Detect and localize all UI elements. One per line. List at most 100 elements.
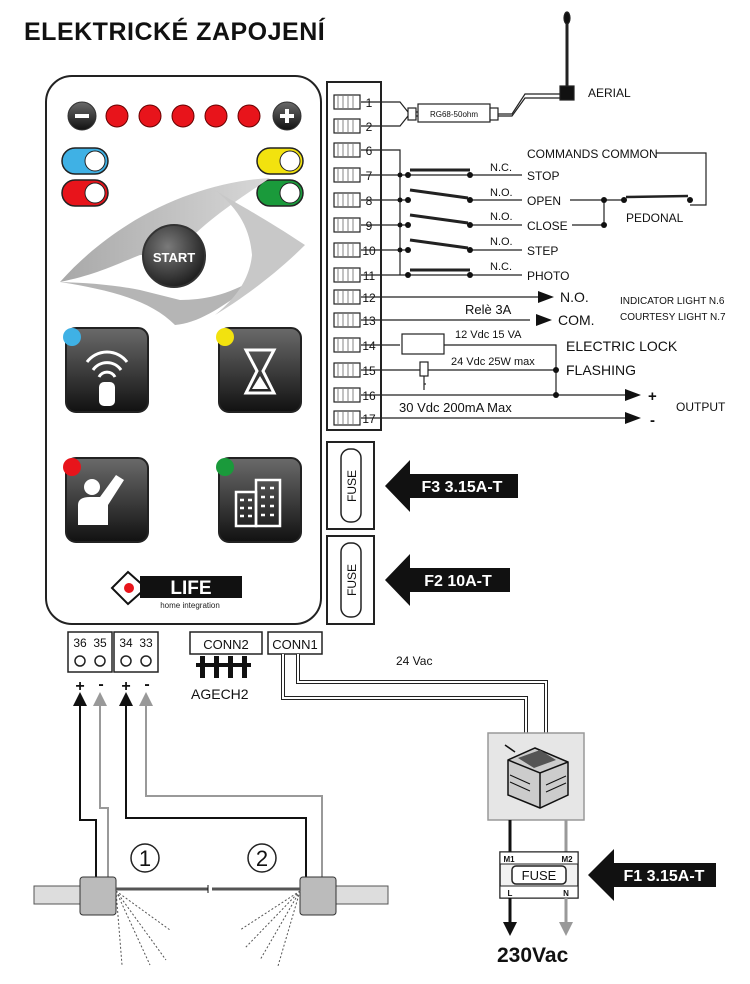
output-minus: -: [650, 412, 655, 429]
flashing-voltage-label: 24 Vdc 25W max: [451, 356, 535, 368]
terminal-number: 12: [362, 291, 376, 305]
terminal-number: 13: [362, 314, 376, 328]
building-button[interactable]: [216, 457, 302, 543]
f3-arrow: F3 3.15A-T: [385, 460, 518, 512]
conn2-connector: CONN2: [189, 631, 263, 678]
led-1: [105, 104, 129, 128]
terminal-2: 2: [333, 118, 373, 134]
step-label: STEP: [527, 244, 558, 258]
motor-2-label: 2: [256, 846, 268, 871]
commands-common-label: COMMANDS COMMON: [527, 147, 658, 161]
led-4: [204, 104, 228, 128]
flashing-label: FLASHING: [566, 362, 636, 378]
timer-button[interactable]: [216, 327, 302, 413]
svg-text:home integration: home integration: [160, 601, 220, 610]
photo-label: PHOTO: [527, 269, 569, 283]
terminal-14: 14: [333, 337, 376, 353]
terminal-8: 8: [333, 192, 373, 208]
fuse-f3: FUSE: [326, 441, 375, 530]
l-label: L: [508, 889, 513, 898]
led-5: [237, 104, 261, 128]
output-voltage-label: 30 Vdc 200mA Max: [399, 400, 512, 415]
command-wiring: [361, 149, 707, 276]
terminal-1: 1: [333, 94, 373, 110]
mains-wires: [503, 898, 573, 936]
indicator-light-label: INDICATOR LIGHT N.6: [620, 296, 725, 307]
terminal-33: 33: [139, 636, 153, 650]
terminal-9: 9: [333, 217, 373, 233]
photo-nc-label: N.C.: [490, 261, 512, 273]
indicator-green: [256, 179, 304, 207]
relay-com-label: COM.: [558, 312, 595, 328]
start-button[interactable]: START: [142, 224, 206, 288]
motor-1-label: 1: [139, 846, 151, 871]
m2-label: M2: [561, 855, 573, 864]
indicator-red: [61, 179, 109, 207]
output-wiring: [361, 296, 625, 419]
pedonal-label: PEDONAL: [626, 211, 684, 225]
terminal-number: 15: [362, 364, 376, 378]
courtesy-light-label: COURTESY LIGHT N.7: [620, 312, 726, 323]
terminal-15: 15: [333, 362, 376, 378]
transformer: [487, 732, 585, 821]
aerial-wiring: [361, 11, 575, 127]
lock-voltage-label: 12 Vdc 15 VA: [455, 329, 522, 341]
fuse-f2: FUSE: [326, 535, 375, 625]
minus-button[interactable]: [67, 101, 97, 131]
terminal-number: 16: [362, 389, 376, 403]
close-label: CLOSE: [527, 219, 568, 233]
f1-fuse-label: FUSE: [522, 868, 557, 883]
relay-label: Relè 3A: [465, 302, 512, 317]
motor2-minus: -: [144, 676, 149, 693]
open-no-label: N.O.: [490, 187, 513, 199]
transformer-wiring: [281, 654, 548, 733]
stop-label: STOP: [527, 169, 559, 183]
terminal-number: 9: [366, 219, 373, 233]
terminal-12: 12: [333, 289, 376, 305]
terminal-13: 13: [333, 312, 376, 328]
hourglass-icon: [243, 348, 277, 395]
relay-no-label: N.O.: [560, 289, 589, 305]
agech2-label: AGECH2: [191, 686, 249, 702]
resistor-label: RG68-50ohm: [430, 110, 478, 119]
n-label: N: [563, 889, 569, 898]
m1-label: M1: [503, 855, 515, 864]
terminal-16: 16: [333, 387, 376, 403]
user-button[interactable]: [63, 457, 149, 543]
building-icon: [234, 478, 282, 528]
terminal-number: 7: [366, 169, 373, 183]
f1-label: F1 3.15A-T: [624, 868, 705, 885]
terminal-number: 2: [366, 120, 373, 134]
terminal-number: 8: [366, 194, 373, 208]
minus-icon: [75, 114, 89, 118]
terminal-11: 11: [333, 267, 376, 283]
plus-button[interactable]: [272, 101, 302, 131]
terminal-number: 10: [362, 244, 376, 258]
vac24-label: 24 Vac: [396, 654, 432, 668]
svg-text:LIFE: LIFE: [170, 578, 211, 599]
radio-learn-button[interactable]: [63, 327, 149, 413]
life-logo: LIFE home integration: [110, 570, 242, 610]
gate-illustration: [33, 843, 389, 967]
page-title: ELEKTRICKÉ ZAPOJENÍ: [24, 18, 326, 46]
indicator-blue: [61, 147, 109, 175]
terminal-36: 36: [73, 636, 87, 650]
conn1-connector: CONN1: [267, 631, 323, 655]
f2-label: F2 10A-T: [424, 573, 492, 590]
terminal-17: 17: [333, 410, 376, 426]
contact-dots: [397, 172, 693, 278]
stop-nc-label: N.C.: [490, 162, 512, 174]
terminal-35: 35: [93, 636, 107, 650]
motor2-plus: +: [121, 678, 130, 695]
svg-text:FUSE: FUSE: [345, 470, 359, 502]
svg-text:CONN2: CONN2: [203, 637, 249, 652]
f3-label: F3 3.15A-T: [422, 479, 503, 496]
aerial-label: AERIAL: [588, 86, 631, 100]
motor-arrows: [73, 692, 153, 706]
terminal-number: 11: [363, 269, 376, 283]
power-terminal: FUSE M1 M2 L N: [499, 851, 579, 899]
terminal-10: 10: [333, 242, 376, 258]
start-label: START: [153, 250, 195, 265]
motor1-minus: -: [98, 676, 103, 693]
